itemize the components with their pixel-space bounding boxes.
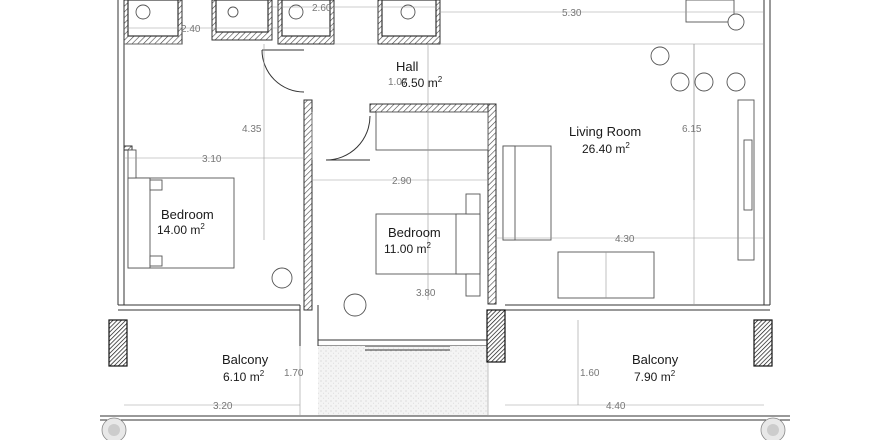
living-room-furniture bbox=[502, 0, 755, 305]
room-area-living: 26.40 m2 bbox=[582, 141, 630, 156]
room-label-bedroom-1: Bedroom 14.00 m2 bbox=[157, 207, 214, 237]
room-label-bedroom-2: Bedroom 11.00 m2 bbox=[384, 225, 441, 256]
dimension-lines bbox=[124, 6, 764, 406]
room-name-hall: Hall bbox=[396, 59, 419, 74]
room-area-bedroom-2: 11.00 m2 bbox=[384, 241, 431, 256]
room-area-hall: 6.50 m2 bbox=[401, 75, 443, 90]
dimension-label: 6.15 bbox=[682, 124, 702, 135]
dimension-label: 1.07 bbox=[388, 77, 408, 88]
dimension-label: 4.30 bbox=[615, 234, 635, 245]
bedroom-2-furniture bbox=[343, 111, 489, 317]
dimension-label: 2.90 bbox=[392, 176, 412, 187]
dimension-label: 4.40 bbox=[606, 401, 626, 412]
room-label-hall: Hall 6.50 m2 bbox=[396, 59, 443, 90]
room-name-living: Living Room bbox=[569, 124, 641, 139]
room-label-balcony-2: Balcony 7.90 m2 bbox=[632, 352, 679, 384]
balcony-area bbox=[100, 345, 790, 421]
room-name-balcony-2: Balcony bbox=[632, 352, 679, 367]
dimension-label: 4.35 bbox=[242, 124, 262, 135]
dimension-labels: 2.40 2.60 5.30 1.07 4.35 6.15 3.10 2.90 … bbox=[181, 3, 702, 412]
dimension-label: 2.60 bbox=[312, 3, 332, 14]
room-area-balcony-2: 7.90 m2 bbox=[634, 369, 676, 384]
bathroom-fixtures bbox=[123, 0, 764, 45]
interior-walls bbox=[123, 99, 497, 311]
room-area-bedroom-1: 14.00 m2 bbox=[157, 222, 205, 237]
room-name-balcony-1: Balcony bbox=[222, 352, 269, 367]
dimension-label: 2.40 bbox=[181, 24, 201, 35]
room-name-bedroom-2: Bedroom bbox=[388, 225, 441, 240]
room-area-balcony-1: 6.10 m2 bbox=[223, 369, 265, 384]
room-label-balcony-1: Balcony 6.10 m2 bbox=[222, 352, 269, 384]
dimension-label: 3.10 bbox=[202, 154, 222, 165]
dimension-label: 3.80 bbox=[416, 288, 436, 299]
plant-icons bbox=[101, 417, 786, 440]
outer-walls bbox=[117, 0, 771, 347]
room-name-bedroom-1: Bedroom bbox=[161, 207, 214, 222]
bedroom-1-furniture bbox=[127, 149, 293, 289]
dimension-label: 1.70 bbox=[284, 368, 304, 379]
pillars bbox=[108, 309, 773, 367]
dimension-label: 3.20 bbox=[213, 401, 233, 412]
dimension-label: 1.60 bbox=[580, 368, 600, 379]
room-label-living: Living Room 26.40 m2 bbox=[569, 124, 641, 156]
hall-door bbox=[261, 49, 305, 93]
dimension-label: 5.30 bbox=[562, 8, 582, 19]
